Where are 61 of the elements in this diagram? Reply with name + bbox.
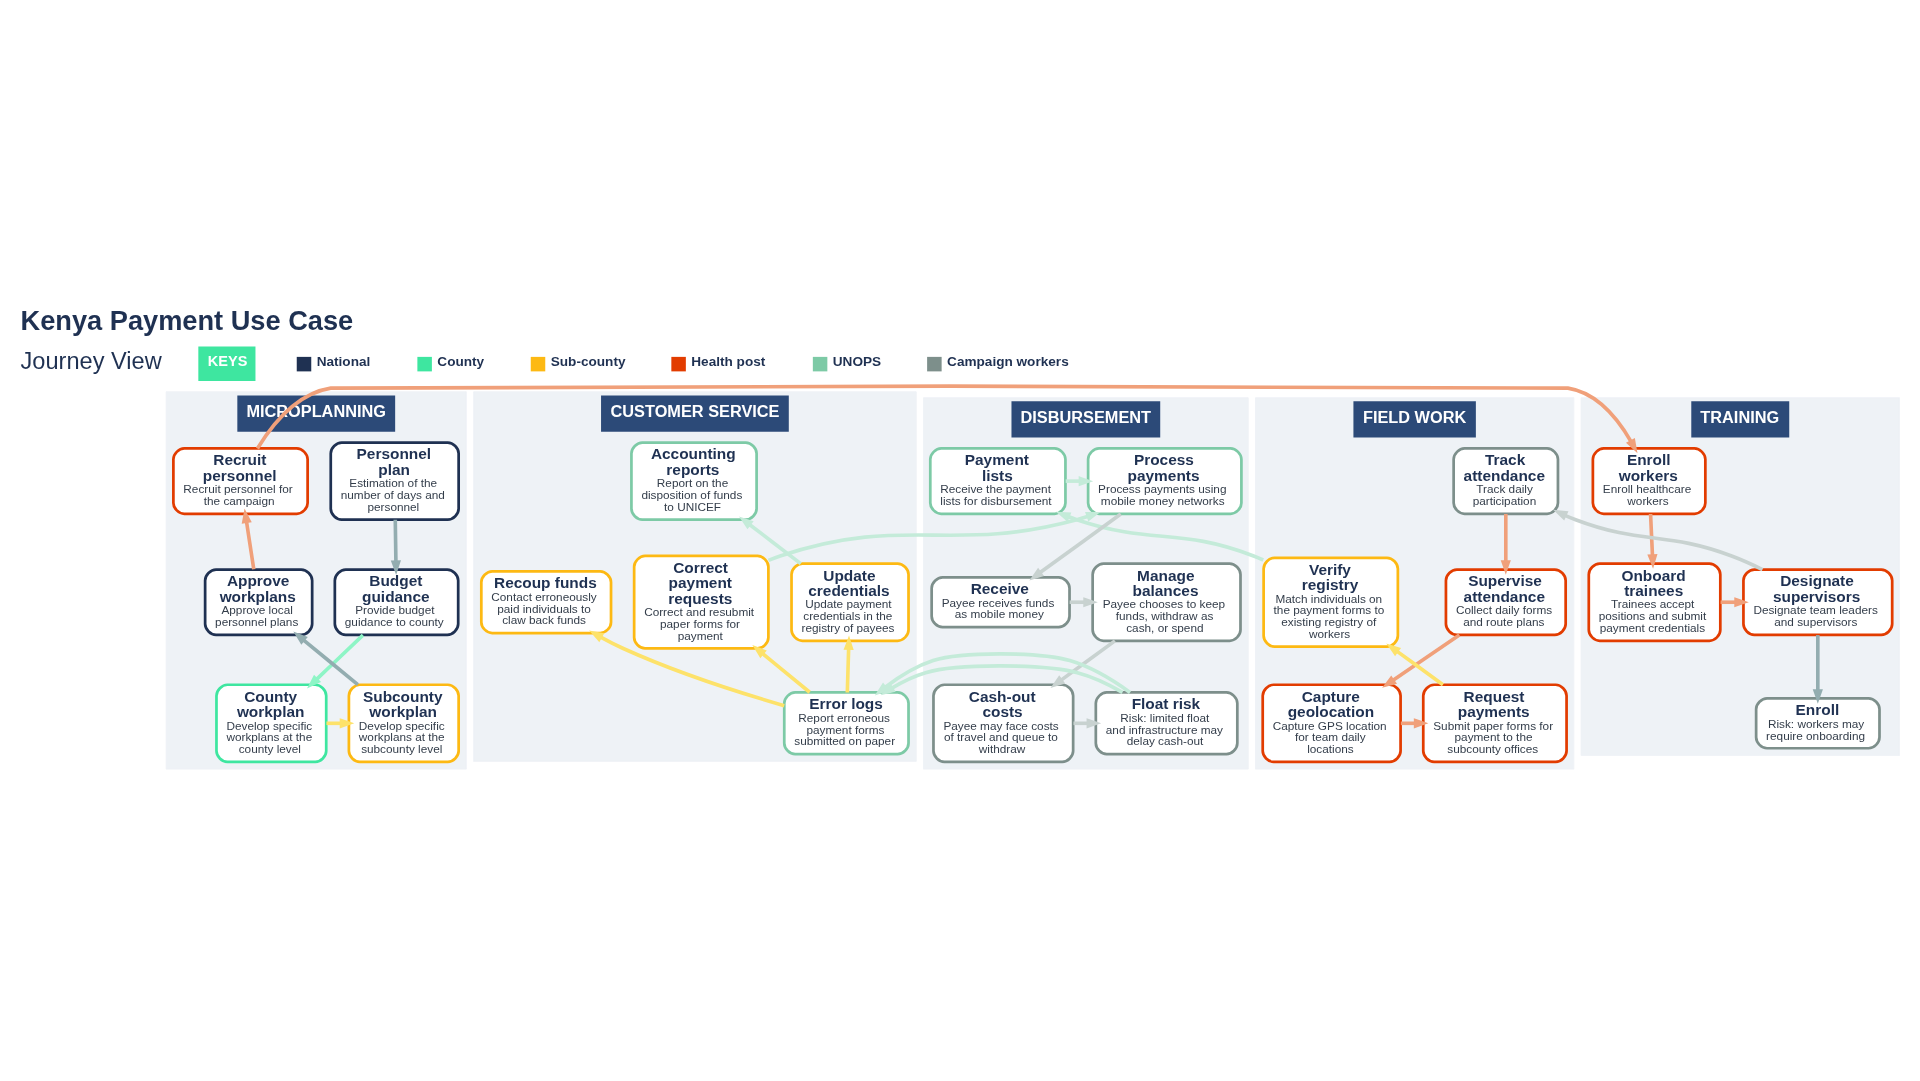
node-box: Budget guidance Provide budget guidance to county [333, 567, 460, 636]
node-box: Correct payment requests Correct and resubmit paper forms for payment [632, 554, 770, 650]
node-box: Onboard trainees Trainees accept positions and submit payment credentials [1587, 561, 1722, 642]
node-box: Payment lists Receive the payment lists for disbursement [928, 446, 1067, 515]
arrow [1382, 632, 1461, 688]
node-box: Manage balances Payee chooses to keep funds, withdraw as cash, or spend [1091, 561, 1242, 642]
arrow [1400, 717, 1429, 728]
arrow [326, 717, 355, 728]
arrow [1500, 513, 1511, 575]
label: KEYS [207, 352, 248, 369]
node-box: Subcounty workplan Develop specific workplans at the subcounty level [347, 682, 460, 763]
arrow [1386, 642, 1445, 686]
node-box: Capture geolocation Capture GPS location for team daily locations [1261, 682, 1402, 763]
node-box: Receive Payee receives funds as mobile money [930, 575, 1071, 629]
arrow [1055, 511, 1264, 562]
arrow [241, 508, 256, 570]
legend-label: UNOPS [832, 353, 882, 369]
node-box: Verify registry Match individuals on the payment forms to existing registry of workers [1262, 555, 1400, 648]
arrow [767, 511, 1101, 562]
node-box: Enroll Risk: workers may require onboarding [1754, 696, 1881, 750]
arrow [390, 519, 401, 575]
arrow [255, 383, 1638, 453]
legend-label: Health post [691, 353, 766, 369]
diagram-title: Kenya Payment Use Case [20, 304, 354, 336]
label: Journey View [20, 347, 162, 374]
node-box: Cash-out costs Payee may face costs of travel and queue to withdraw [932, 682, 1075, 763]
node-box: Process payments Process payments using mobile money networks [1086, 446, 1243, 515]
node-box: Personnel plan Estimation of the number of days and personnel [329, 440, 460, 521]
node-box: Request payments Submit paper forms for payment to the subcounty offices [1421, 682, 1568, 763]
node-box: Accounting reports Report on the disposition of funds to UNICEF [630, 440, 758, 521]
arrow [874, 651, 1132, 696]
node-box: Enroll workers Enroll healthcare workers [1591, 446, 1707, 515]
node-box: County workplan Develop specific workplans at the county level [215, 682, 328, 763]
arrow [843, 634, 854, 692]
node-box: Approve workplans Approve local personnel plans [203, 567, 314, 636]
arrow [1065, 475, 1094, 486]
arrow [1812, 634, 1823, 704]
arrow [1720, 596, 1749, 607]
arrow [589, 630, 785, 707]
node-box: Recoup funds Contact erroneously paid individuals to claw back funds [479, 569, 613, 634]
arrow [1647, 513, 1658, 569]
legend-label: National [316, 353, 371, 369]
node-box: Float risk Risk: limited float and infrastructure may delay cash-out [1094, 690, 1239, 755]
node-box: Recruit personnel Recruit personnel for the campaign [172, 446, 309, 515]
arrow [739, 515, 802, 565]
node-box: Error logs Report erroneous payment forms submitted on paper [782, 690, 910, 755]
node-box: Supervise attendance Collect daily forms and route plans [1444, 567, 1567, 636]
arrow [293, 631, 359, 686]
node-box: Designate supervisors Designate team leaders and supervisors [1742, 567, 1894, 636]
arrow [1553, 509, 1764, 571]
legend-label: County [437, 353, 485, 369]
arrow [752, 644, 811, 694]
arrow [1029, 512, 1122, 580]
arrow [1050, 638, 1116, 688]
legend-label: Sub-county [550, 353, 626, 369]
arrow [1069, 596, 1098, 607]
node-box: Track attendance Track daily participation [1452, 446, 1560, 515]
legend-label: Campaign workers [947, 353, 1069, 369]
arrow [1073, 717, 1102, 728]
node-box: Update credentials Update payment credentials in the registry of payees [790, 561, 910, 642]
arrow [307, 633, 365, 688]
